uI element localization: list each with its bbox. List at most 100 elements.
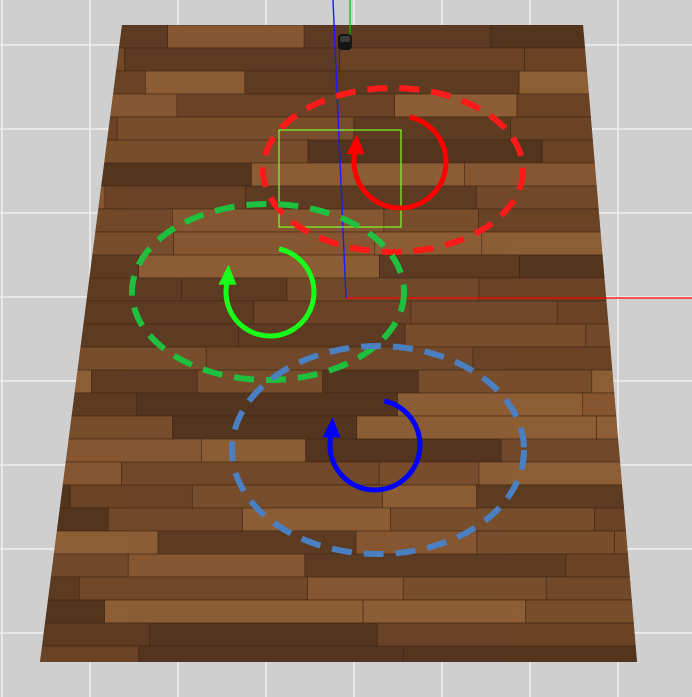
floor-plank: [382, 484, 477, 509]
floor-plank: [303, 25, 491, 49]
floor-plank: [40, 438, 202, 463]
floor-plank: [362, 599, 527, 624]
floor-plank: [149, 622, 378, 647]
floor-plank: [40, 645, 139, 662]
floor-plank: [376, 622, 637, 647]
floor-plank: [476, 530, 615, 555]
floor-plank: [463, 162, 617, 187]
floor-plank: [79, 576, 308, 601]
floor-plank: [82, 162, 252, 187]
floor-plank: [145, 70, 246, 95]
floor-plank: [305, 438, 502, 463]
blue-rotation-arrow-icon: [327, 398, 423, 493]
green-path-group: [129, 201, 407, 383]
floor-plank: [40, 415, 173, 440]
floor-plank: [585, 323, 637, 348]
floor-plank: [525, 599, 637, 624]
floor-plank: [565, 553, 637, 578]
floor-plank: [157, 530, 357, 555]
floor-plank: [40, 507, 109, 532]
floor-plank: [617, 185, 637, 210]
blue-path-group: [229, 343, 527, 557]
floor-plank: [40, 47, 126, 72]
robot-sensor: [340, 36, 350, 42]
floor-plank: [40, 530, 159, 555]
floor-plank: [103, 139, 309, 164]
red-rotation-arrow-icon: [351, 114, 449, 211]
floor-plank: [518, 70, 637, 95]
floor-plank: [40, 162, 84, 187]
robot-model[interactable]: [338, 34, 352, 50]
floor-plank: [541, 139, 637, 164]
floor-plank: [108, 507, 243, 532]
floor-plank: [40, 599, 105, 624]
green-path-ring: [129, 201, 407, 383]
floor-plank: [472, 346, 637, 371]
floor-plank: [40, 231, 83, 256]
floor-plank: [176, 93, 395, 118]
floor-plank: [307, 576, 404, 601]
floor-plank: [116, 116, 355, 141]
floor-plank: [104, 185, 246, 210]
floor-plank: [397, 392, 583, 417]
floor-plank: [410, 300, 558, 325]
z-axis-line: [332, 0, 347, 299]
floor-plank: [40, 484, 71, 509]
red-path-ring: [260, 85, 526, 255]
floor-plank: [304, 553, 567, 578]
floor-plank: [516, 93, 637, 118]
floor-plank: [394, 93, 518, 118]
floor-plank: [615, 162, 637, 187]
floor-plank: [127, 553, 306, 578]
floor-plank: [253, 300, 412, 325]
floor-plank: [40, 70, 146, 95]
floor-plank: [40, 93, 178, 118]
floor-plank: [519, 254, 637, 279]
floor-plank: [383, 208, 479, 233]
floor-plank: [644, 646, 692, 669]
floor-plank: [322, 369, 419, 394]
red-arrowhead-icon: [346, 134, 365, 155]
floor-plank: [40, 139, 104, 164]
floor-plank: [481, 231, 637, 256]
floor-plank: [556, 300, 637, 325]
blue-arrowhead-icon: [322, 417, 341, 438]
floor-plank: [40, 622, 151, 647]
floor-plank: [136, 392, 398, 417]
floor-plank: [476, 484, 637, 509]
red-path-group: [260, 85, 526, 255]
floor-plank: [403, 645, 637, 662]
floor-plank: [417, 369, 593, 394]
blue-path-ring: [229, 343, 527, 557]
floor-plank: [40, 254, 139, 279]
floor-plank: [40, 392, 138, 417]
floor-plank: [524, 47, 637, 72]
selection-bounding-box: [278, 129, 402, 228]
floor-plank: [40, 300, 71, 325]
floor-plank: [40, 553, 129, 578]
floor-plank: [307, 139, 543, 164]
floor-plank: [476, 185, 619, 210]
floor-plank: [138, 254, 380, 279]
floor-plank: [545, 576, 637, 601]
floor-plank: [614, 530, 637, 555]
green-rotation-arrow-icon: [223, 246, 317, 339]
floor-plank: [581, 392, 637, 417]
floor-plank: [596, 415, 637, 440]
floor-plank: [91, 369, 198, 394]
green-arrowhead-icon: [218, 264, 237, 285]
floor-plank: [594, 507, 637, 532]
floor-plank: [378, 461, 480, 486]
floor-plank: [404, 323, 587, 348]
floor-plank: [69, 484, 193, 509]
floor-plank: [639, 255, 692, 278]
floor-plank: [124, 47, 340, 72]
floor-plank: [104, 599, 364, 624]
floor-plank: [402, 576, 547, 601]
floor-plank: [167, 25, 305, 49]
floor-plank: [40, 576, 80, 601]
floor-plank: [192, 484, 383, 509]
floor-plank: [339, 47, 525, 72]
floor-plank: [201, 438, 306, 463]
